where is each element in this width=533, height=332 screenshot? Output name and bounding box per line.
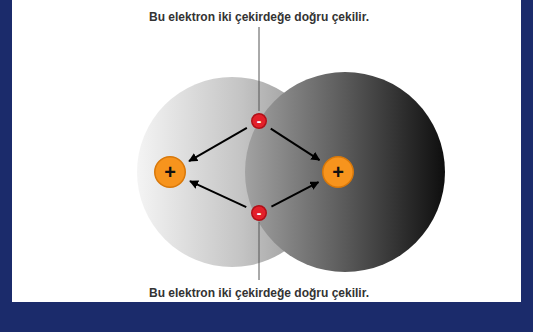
electron-sign: - [257,206,262,220]
nucleus-circle [155,157,186,188]
panel [12,0,521,302]
force-arrow [189,128,247,161]
nucleus-sign: + [164,162,176,182]
caption-wrap: Bu elektron iki çekirdeğe doğru çekilir. [146,283,372,301]
nucleus: + [322,156,354,188]
caption-wrap: Bu elektron iki çekirdeğe doğru çekilir. [146,7,372,25]
leader-line [259,222,260,280]
electron-circle [252,206,267,221]
electron-circle [252,114,267,129]
force-arrow [271,129,320,160]
nucleus: + [154,156,186,188]
electron: - [251,113,267,129]
leader-line [259,27,260,111]
note-label: Bu elektron iki çekirdeğe doğru çekilir. [146,10,372,24]
electron-sign: - [257,114,262,128]
nucleus-sign: + [332,162,344,182]
atom-cloud [245,72,445,272]
nucleus-circle [323,157,354,188]
force-arrow [190,181,246,207]
note-label: Bu elektron iki çekirdeğe doğru çekilir. [146,286,372,300]
force-arrow [271,182,318,206]
electron: - [251,205,267,221]
